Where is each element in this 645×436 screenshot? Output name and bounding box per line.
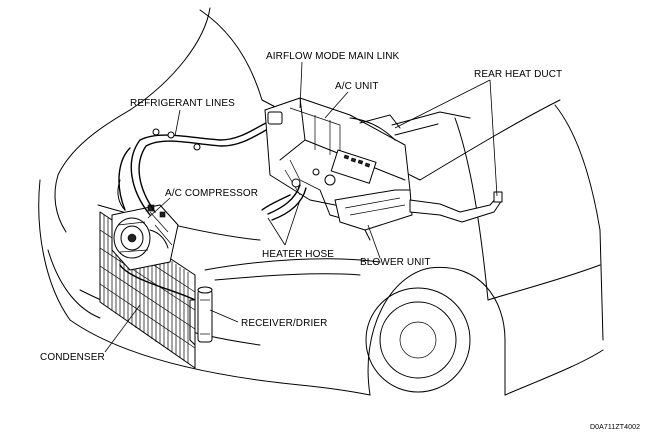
label-ac-compressor: A/C COMPRESSOR xyxy=(165,188,259,199)
ac-compressor-part xyxy=(111,204,179,271)
label-receiver-drier: RECEIVER/DRIER xyxy=(241,318,328,329)
rear-heat-duct-part xyxy=(391,111,503,223)
blower-unit-part xyxy=(334,189,413,241)
label-heater-hose: HEATER HOSE xyxy=(262,249,335,260)
receiver-drier-part xyxy=(189,286,213,346)
refrigerant-lines-part xyxy=(117,121,271,301)
label-condenser: CONDENSER xyxy=(40,352,105,363)
leader-lines xyxy=(104,61,498,353)
car-body-outline xyxy=(38,7,604,396)
ac-unit-part xyxy=(264,97,411,226)
label-airflow-mode-main-link: AIRFLOW MODE MAIN LINK xyxy=(266,51,400,62)
label-blower-unit: BLOWER UNIT xyxy=(360,257,431,268)
heater-hose-part xyxy=(261,178,307,221)
label-ac-unit: A/C UNIT xyxy=(335,81,379,92)
label-rear-heat-duct: REAR HEAT DUCT xyxy=(474,69,563,80)
label-refrigerant-lines: REFRIGERANT LINES xyxy=(130,98,235,109)
figure-code: D0A711ZT4002 xyxy=(590,424,641,431)
